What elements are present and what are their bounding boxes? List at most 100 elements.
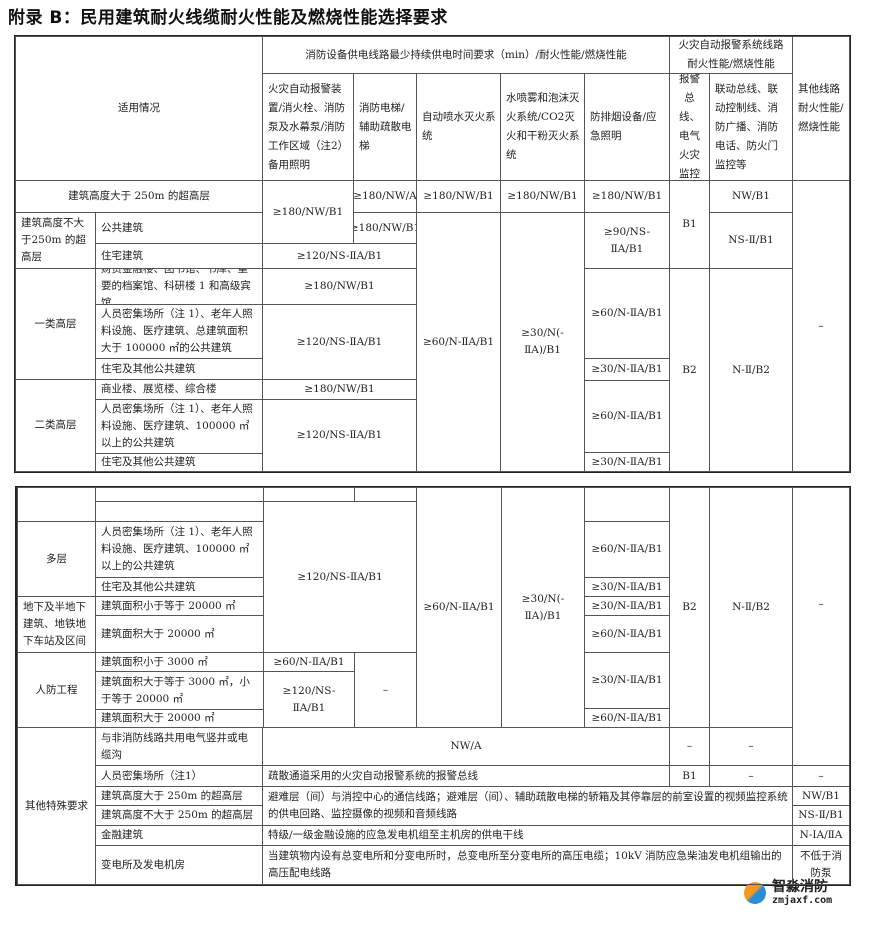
row-group-label: 人防工程 — [17, 652, 96, 728]
watermark-site: zmjaxf.com — [772, 895, 833, 906]
value-cell: ≥60/N-ⅡA/B1 — [416, 487, 502, 728]
row-group-label: 其他特殊要求 — [17, 727, 96, 885]
value-cell: – — [792, 765, 850, 787]
value-cell: 当建筑物内设有总变电所和分变电所时，总变电所至分变电所的高压电缆；10kV 消防… — [262, 845, 793, 885]
value-cell: ≥60/N-ⅡA/B1 — [584, 708, 670, 728]
value-cell: N-Ⅱ/B2 — [709, 268, 793, 472]
value-cell: 疏散通道采用的火灾自动报警系统的报警总线 — [262, 765, 670, 787]
value-cell: ≥120/NS-ⅡA/B1 — [262, 399, 417, 472]
empty-cell — [95, 501, 264, 522]
row-label: 建筑高度大于 250m 的超高层 — [15, 180, 263, 213]
value-cell: ≥90/NS-ⅡA/B1 — [584, 212, 670, 269]
value-cell: ≥180/NW/B1 — [262, 268, 417, 305]
value-cell: ≥30/N-ⅡA/B1 — [584, 452, 670, 472]
value-cell: ≥180/NW/A — [353, 180, 417, 213]
value-cell: 不低于消防泵 — [792, 845, 850, 885]
value-cell: – — [709, 727, 793, 766]
value-cell: B2 — [669, 487, 710, 728]
row-label: 与非消防线路共用电气竖井或电缆沟 — [95, 727, 263, 766]
header-col: 自动喷水灭火系统 — [416, 73, 501, 181]
row-group-label: 一类高层 — [15, 268, 96, 380]
value-cell: ≥60/N-ⅡA/B1 — [584, 615, 670, 653]
value-cell: ≥30/N(-ⅡA)/B1 — [500, 212, 585, 472]
value-cell: 避难层（间）与消控中心的通信线路；避难层（间）、辅助疏散电梯的轿箱及其停靠层的前… — [262, 786, 793, 826]
row-label: 人员密集场所（注 1）、老年人照料设施、医疗建筑、100000 ㎡以上的公共建筑 — [95, 521, 264, 578]
value-cell: 特级/一级金融设施的应急发电机组至主机房的供电干线 — [262, 825, 793, 846]
value-cell: NW/B1 — [709, 180, 793, 213]
value-cell: B2 — [669, 268, 710, 472]
header-power-group: 消防设备供电线路最少持续供电时间要求（min）/耐火性能/燃烧性能 — [262, 36, 670, 74]
value-cell: – — [669, 727, 710, 766]
header-alarm-group: 火灾自动报警系统线路耐火性能/燃烧性能 — [669, 36, 793, 74]
value-cell: B1 — [669, 180, 710, 269]
header-applicable: 适用情况 — [15, 36, 263, 181]
value-cell: ≥120/NS-ⅡA/B1 — [262, 243, 417, 269]
row-group-label: 二类高层 — [15, 379, 96, 472]
value-cell: ≥180/NW/B1 — [584, 180, 670, 213]
row-label: 人员密集场所（注1） — [95, 765, 263, 787]
value-cell: ≥30/N(-ⅡA)/B1 — [501, 487, 585, 728]
value-cell: ≥180/NW/B1 — [262, 379, 417, 400]
row-label: 人员密集场所（注 1）、老年人照料设施、医疗建筑、总建筑面积大于 100000 … — [95, 304, 263, 359]
header-col: 防排烟设备/应急照明 — [584, 73, 670, 181]
row-label: 变电所及发电机房 — [95, 845, 263, 885]
value-cell: ≥120/NS-ⅡA/B1 — [263, 501, 417, 653]
header-col: 联动总线、联动控制线、消防广播、消防电话、防火门监控等 — [709, 73, 793, 181]
value-cell: ≥30/N-ⅡA/B1 — [584, 358, 670, 381]
row-label: 建筑面积小于等于 20000 ㎡ — [95, 596, 264, 616]
value-cell: – — [792, 180, 850, 472]
value-cell: N-Ⅱ/B2 — [709, 487, 793, 728]
value-cell: ≥30/N-ⅡA/B1 — [584, 596, 670, 616]
row-label: 住宅及其他公共建筑 — [95, 358, 263, 380]
value-cell: NS-Ⅱ/B1 — [709, 212, 793, 269]
value-cell: – — [792, 487, 850, 766]
value-cell: N-ⅠA/ⅡA — [792, 825, 850, 846]
watermark-logo: 智淼消防 zmjaxf.com — [744, 876, 834, 910]
row-label: 建筑面积大于 20000 ㎡ — [95, 615, 264, 653]
row-group-label: 地下及半地下建筑、地铁地下车站及区间 — [17, 596, 96, 653]
header-col: 消防电梯/辅助疏散电梯 — [353, 73, 417, 181]
header-col: 火灾自动报警装置/消火栓、消防泵及水幕泵/消防工作区域（注2）备用照明 — [262, 73, 354, 181]
row-label: 人员密集场所（注 1）、老年人照料设施、医疗建筑、100000 ㎡以上的公共建筑 — [95, 399, 263, 454]
watermark-name: 智淼消防 — [772, 879, 828, 895]
empty-cell — [17, 487, 96, 522]
value-cell: – — [354, 652, 417, 728]
row-label: 金融建筑 — [95, 825, 263, 846]
row-group-label: 多层 — [17, 521, 96, 597]
value-cell: B1 — [669, 765, 710, 787]
value-cell: ≥180/NW/B1 — [500, 180, 585, 213]
empty-cell — [263, 487, 355, 502]
value-cell: NS-Ⅱ/B1 — [792, 805, 850, 826]
empty-cell — [354, 487, 417, 502]
row-label: 商业楼、展览楼、综合楼 — [95, 379, 263, 400]
value-cell: NW/B1 — [792, 786, 850, 806]
empty-cell — [95, 487, 264, 502]
empty-cell — [584, 487, 670, 522]
value-cell: ≥120/NS-ⅡA/B1 — [263, 671, 355, 728]
row-label: 住宅及其他公共建筑 — [95, 577, 264, 597]
value-cell: – — [709, 765, 793, 787]
row-group-label: 建筑高度不大于250m 的超高层 — [15, 212, 96, 269]
row-label: 建筑面积大于 20000 ㎡ — [95, 709, 264, 728]
header-other: 其他线路耐火性能/燃烧性能 — [792, 36, 850, 181]
header-col: 报警总线、电气火灾监控 — [669, 73, 710, 181]
row-label: 住宅及其他公共建筑 — [95, 453, 263, 472]
row-label: 建筑高度不大于 250m 的超高层 — [95, 805, 263, 826]
brand-logo-icon — [744, 882, 766, 904]
value-cell: NW/A — [262, 727, 670, 766]
value-cell: ≥60/N-ⅡA/B1 — [584, 380, 670, 453]
page-title: 附录 B：民用建筑耐火线缆耐火性能及燃烧性能选择要求 — [8, 8, 448, 28]
value-cell: ≥60/N-ⅡA/B1 — [584, 521, 670, 578]
value-cell: ≥180/NW/B1 — [353, 212, 417, 244]
header-col: 水喷雾和泡沫灭火系统/CO2灭火和干粉灭火系统 — [500, 73, 585, 181]
row-label: 建筑面积小于 3000 ㎡ — [95, 652, 264, 672]
value-cell: ≥30/N-ⅡA/B1 — [584, 577, 670, 597]
row-label: 住宅建筑 — [95, 243, 263, 269]
value-cell: ≥120/NS-ⅡA/B1 — [262, 304, 417, 380]
value-cell: ≥180/NW/B1 — [262, 180, 354, 244]
value-cell: ≥180/NW/B1 — [416, 180, 501, 213]
row-label: 财贸金融楼、图书馆、书库、重要的档案馆、科研楼 1 和高级宾馆 — [95, 268, 263, 305]
row-label: 建筑面积大于等于 3000 ㎡，小于等于 20000 ㎡ — [95, 671, 264, 710]
value-cell: ≥30/N-ⅡA/B1 — [584, 652, 670, 709]
value-cell: ≥60/N-ⅡA/B1 — [416, 212, 501, 472]
